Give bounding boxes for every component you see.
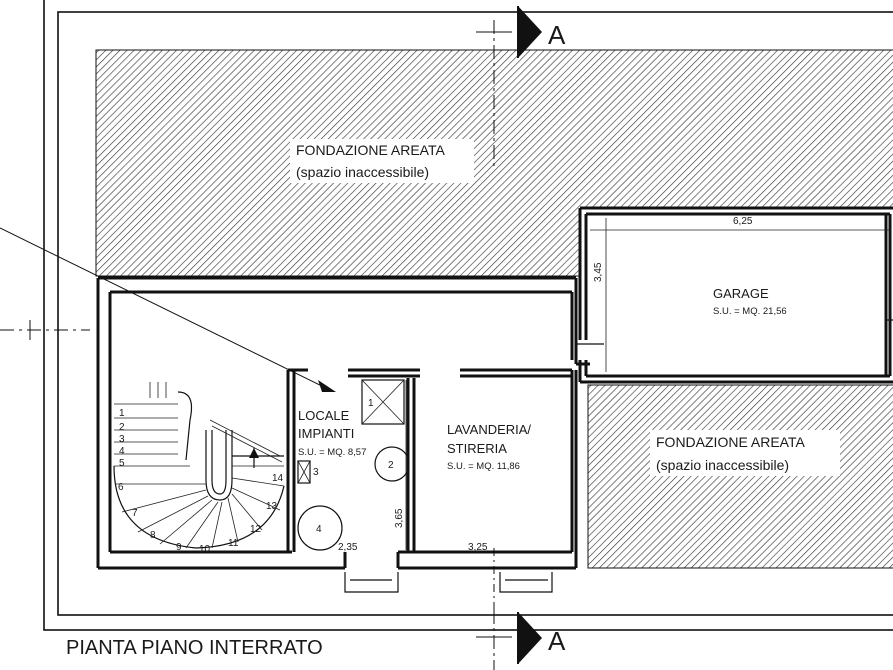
- lavanderia-area: S.U. = MQ. 11,86: [447, 461, 520, 472]
- foundation-top-note: (spazio inaccessibile): [296, 164, 429, 180]
- equipment-3-box: 3: [297, 460, 319, 484]
- section-marker-bottom-arrow: [518, 612, 542, 664]
- garage-depth-dimension: 3,45: [593, 262, 604, 282]
- basement-room-block: [98, 280, 576, 568]
- lavanderia-name-line2: STIRERIA: [447, 441, 507, 456]
- lavanderia-name: LAVANDERIA/: [447, 422, 531, 437]
- leader-arrowhead: [318, 380, 336, 392]
- locale-impianti-depth-dimension: 3,65: [394, 508, 405, 528]
- stair-step-10: 10: [199, 544, 211, 555]
- building-perimeter: [57, 11, 893, 616]
- plan-title: PIANTA PIANO INTERRATO: [66, 637, 323, 659]
- foundation-right-note: (spazio inaccessibile): [656, 457, 789, 473]
- stair-step-1: 1: [119, 408, 125, 419]
- svg-text:4: 4: [316, 524, 322, 535]
- equipment-4-circle: 4: [297, 505, 343, 551]
- stair-step-2: 2: [119, 422, 125, 433]
- site-boundary: [43, 0, 893, 631]
- foundation-top-label-bg: [290, 139, 474, 183]
- locale-impianti-name-line2: IMPIANTI: [298, 426, 354, 441]
- stair-step-9: 9: [176, 542, 182, 553]
- locale-impianti-name: LOCALE: [298, 408, 350, 423]
- foundation-top-name: FONDAZIONE AREATA: [296, 142, 445, 158]
- garage-area: S.U. = MQ. 21,56: [713, 306, 787, 317]
- foundation-right-hatch: [587, 384, 893, 569]
- stair-step-13: 13: [266, 501, 278, 512]
- stair-step-3: 3: [119, 434, 125, 445]
- stair-step-6: 6: [118, 482, 124, 493]
- foundation-right-label-bg: [650, 430, 840, 476]
- stair-step-14: 14: [272, 473, 284, 484]
- lavanderia-width-dimension: 3,25: [468, 542, 488, 553]
- equipment-2-circle: 2: [374, 446, 410, 482]
- garage-width-dimension: 6,25: [733, 216, 753, 227]
- stair-step-4: 4: [119, 446, 125, 457]
- spiral-staircase: [113, 382, 285, 549]
- svg-text:3: 3: [313, 467, 319, 478]
- garage-name: GARAGE: [713, 286, 769, 301]
- locale-impianti-area: S.U. = MQ. 8,57: [298, 447, 366, 458]
- stair-step-12: 12: [250, 524, 262, 535]
- stair-step-11: 11: [228, 538, 239, 549]
- section-marker-top-arrow: [518, 6, 542, 58]
- svg-text:1: 1: [368, 398, 374, 409]
- stair-step-8: 8: [150, 530, 156, 541]
- svg-text:2: 2: [388, 460, 394, 471]
- equipment-1-box: 1: [361, 379, 405, 425]
- garage-room: [580, 208, 893, 382]
- leader-line: [0, 227, 331, 391]
- section-marker-top-label: A: [548, 20, 566, 50]
- section-marker-bottom-label: A: [548, 626, 566, 656]
- locale-impianti-width-dimension: 2,35: [338, 542, 358, 553]
- foundation-right-name: FONDAZIONE AREATA: [656, 434, 805, 450]
- stair-step-5: 5: [119, 458, 125, 469]
- stair-step-7: 7: [132, 508, 138, 519]
